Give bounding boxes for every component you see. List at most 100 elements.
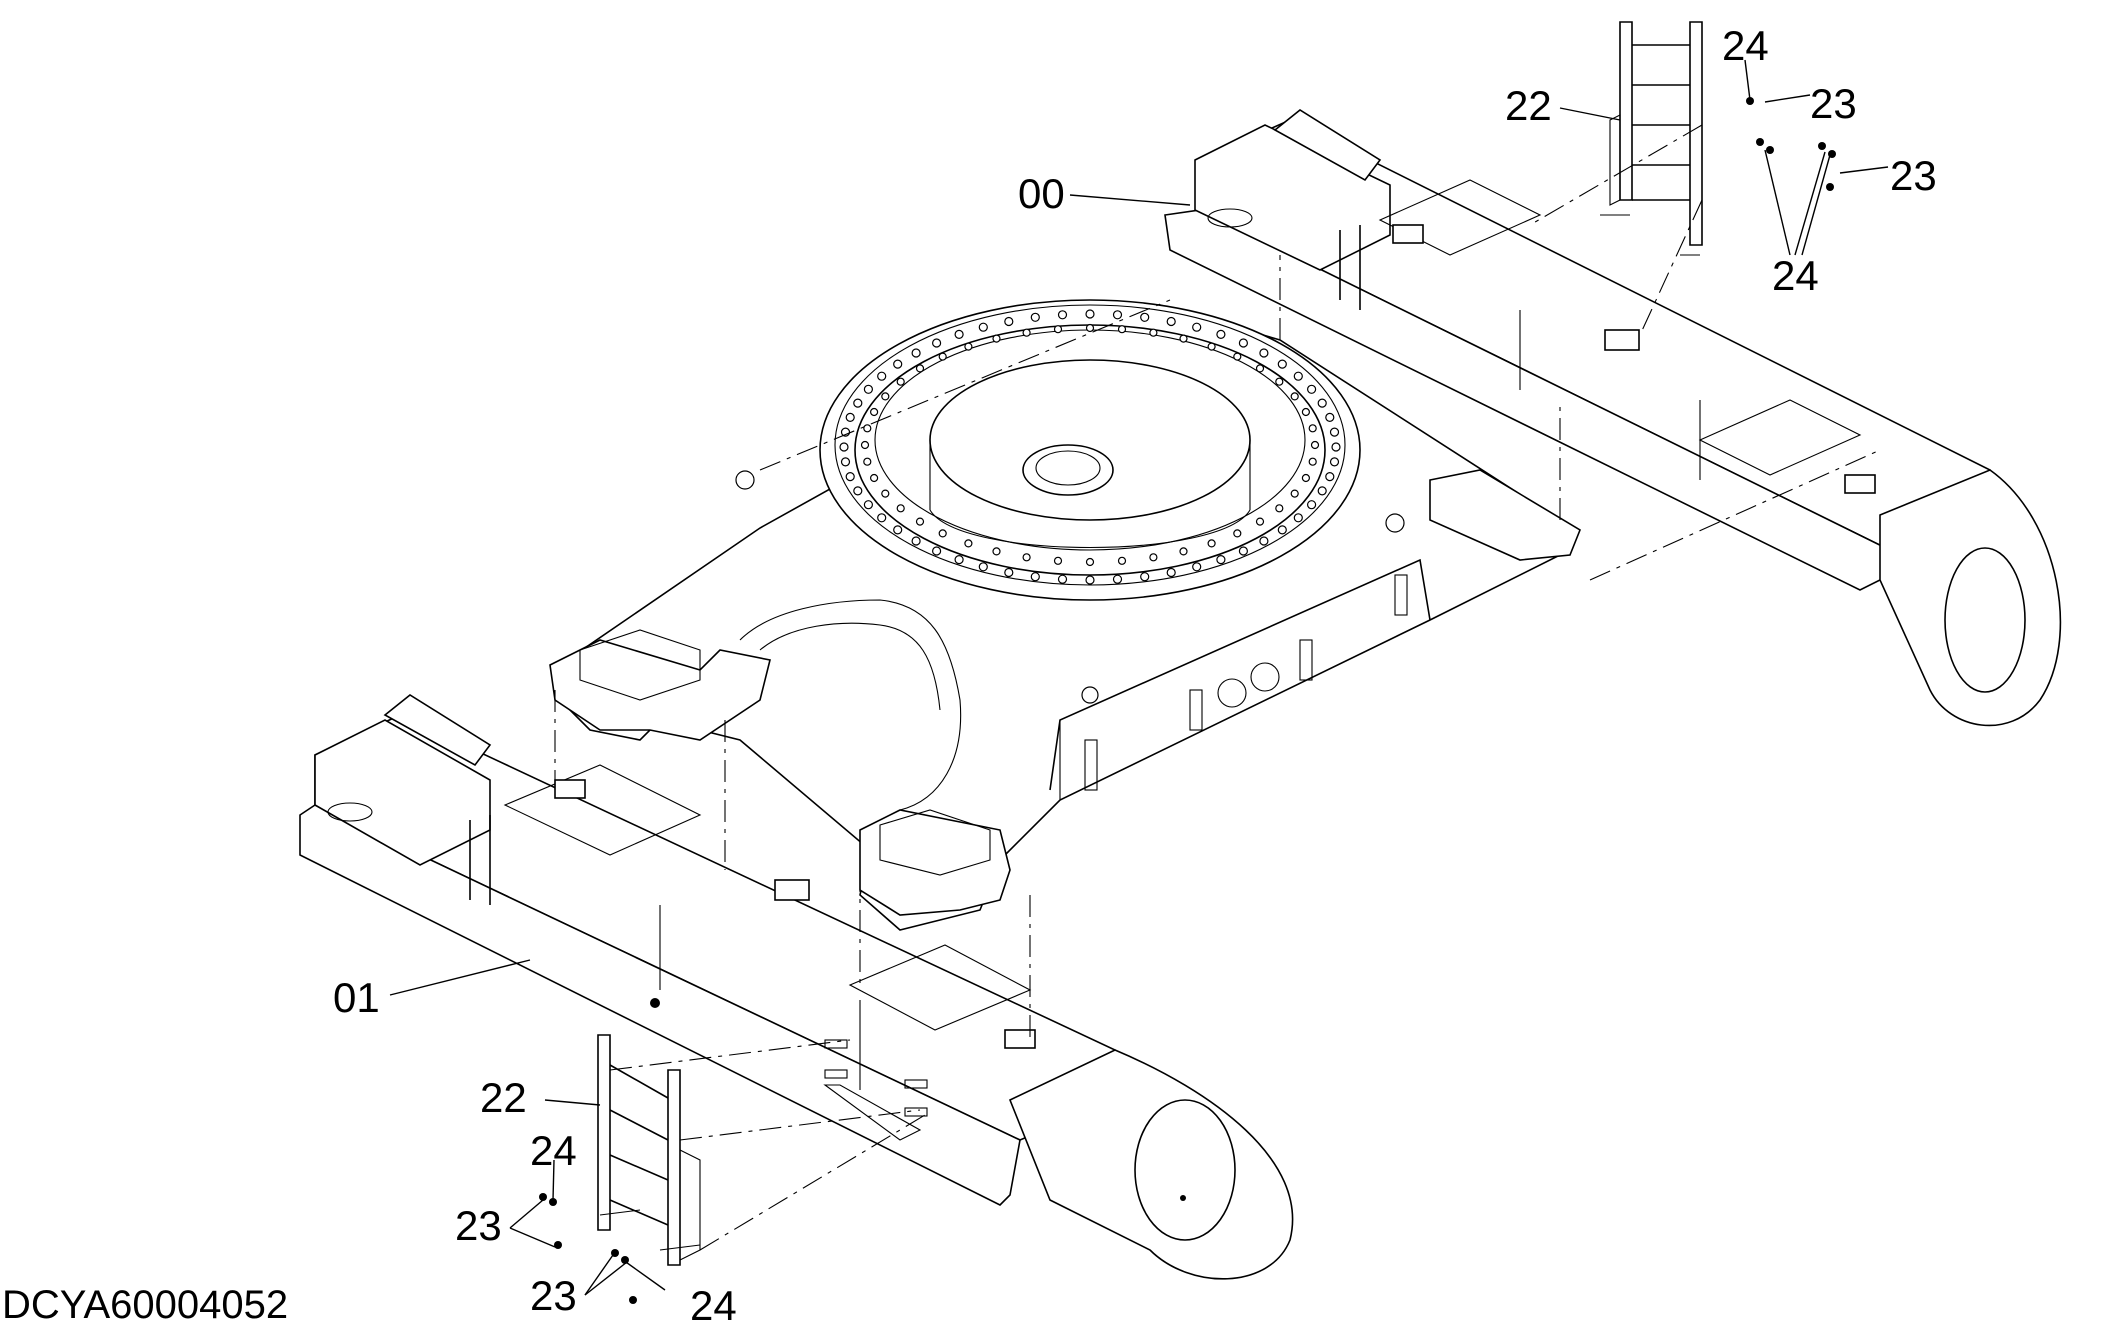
bearing-inner-bolt-hole <box>1233 529 1242 538</box>
bearing-bolt-hole <box>1166 567 1176 578</box>
bearing-inner-bolt-hole <box>869 473 879 483</box>
bearing-inner-bolt-hole <box>896 377 905 386</box>
bearing-inner-bolt-hole <box>1179 547 1188 556</box>
bearing-inner-bolt-hole <box>1275 504 1284 513</box>
bearing-bolt-hole <box>1192 322 1202 332</box>
bearing-inner-bolt-hole <box>938 529 947 538</box>
bearing-bolt-hole <box>853 398 863 408</box>
callout-00: 00 <box>1018 170 1065 217</box>
bearing-inner-bolt-hole <box>992 547 1001 556</box>
callout-24-upper-a: 24 <box>1722 22 1769 69</box>
bearing-inner-bolt-hole <box>1255 517 1265 526</box>
bearing-bolt-hole <box>1057 310 1068 320</box>
bearing-inner-bolt-hole <box>1117 325 1127 334</box>
callout-24-upper-b: 24 <box>1772 252 1819 299</box>
bearing-bolt-hole <box>1259 348 1269 358</box>
bearing-inner-bolt-hole <box>881 489 890 498</box>
bearing-bolt-hole <box>1238 338 1249 348</box>
bearing-bolt-hole <box>1112 310 1123 320</box>
ladder-upper <box>1600 21 1703 256</box>
bearing-bolt-hole <box>931 338 942 348</box>
swing-bearing <box>819 299 1361 601</box>
callout-labels: 00 01 22 22 23 23 23 23 24 24 24 24 <box>333 22 1937 1323</box>
bearing-bolt-hole <box>1216 554 1226 565</box>
bearing-inner-bolt-hole <box>964 539 973 548</box>
callout-23-lower-a: 23 <box>455 1202 502 1249</box>
bearing-bolt-hole <box>1293 371 1303 381</box>
bearing-bolt-hole <box>863 500 874 510</box>
bearing-bolt-hole <box>1004 567 1014 578</box>
callout-leaders <box>389 59 1889 1296</box>
bearing-bolt-hole <box>1030 312 1040 322</box>
bearing-inner-bolt-hole <box>1022 328 1031 337</box>
bearing-bolt-hole <box>1085 309 1095 319</box>
bearing-bolt-hole <box>1259 536 1269 546</box>
bearing-bolt-hole <box>1329 457 1340 467</box>
track-frame-01 <box>299 694 1294 1280</box>
bearing-bolt-hole <box>1216 329 1226 339</box>
bearing-inner-bolt-hole <box>1290 489 1299 498</box>
bearing-inner-bolt-hole <box>1085 557 1095 567</box>
callout-23-lower-b: 23 <box>530 1272 577 1319</box>
bearing-bolt-hole <box>1317 486 1327 496</box>
bearing-inner-bolt-hole <box>896 504 905 513</box>
bearing-bolt-hole <box>1331 442 1341 452</box>
bearing-bolt-hole <box>845 472 855 482</box>
ladder-lower <box>597 1034 701 1266</box>
bearing-bolt-hole <box>1112 574 1123 584</box>
bearing-bolt-hole <box>845 412 855 422</box>
bearing-inner-bolt-hole <box>1207 539 1216 548</box>
bearing-bolt-holes <box>839 309 1341 585</box>
bearing-inner-bolt-hole <box>992 334 1001 343</box>
callout-23-upper-b: 23 <box>1890 152 1937 199</box>
bearing-inner-bolt-hole <box>1022 553 1031 562</box>
bearing-inner-bolt-hole <box>1179 334 1188 343</box>
bearing-bolt-hole <box>1277 359 1287 369</box>
bearing-bolt-hole <box>840 457 851 467</box>
bearing-bolt-hole <box>1317 398 1327 408</box>
bearing-inner-bolt-hole <box>915 517 925 526</box>
bearing-inner-bolt-hole <box>1207 342 1216 351</box>
bearing-bolt-hole <box>1325 472 1335 482</box>
bearing-inner-bolt-hole <box>1275 377 1284 386</box>
bearing-bolt-hole <box>1057 574 1068 584</box>
assembly-guide-lines <box>554 124 1881 1251</box>
bearing-bolt-hole <box>839 442 849 452</box>
bearing-bolt-hole <box>893 359 903 369</box>
bearing-bolt-hole <box>1085 575 1095 585</box>
bearing-inner-bolt-hole <box>1310 440 1320 450</box>
bearing-bolt-hole <box>877 371 887 381</box>
bearing-inner-bolt-hole <box>1117 556 1127 565</box>
callout-22-upper: 22 <box>1505 82 1552 129</box>
bearing-bolt-hole <box>978 562 988 572</box>
bearing-inner-bolt-hole <box>863 424 872 433</box>
bearing-inner-bolt-hole <box>1233 352 1242 361</box>
callout-23-upper-a: 23 <box>1810 80 1857 127</box>
bearing-inner-bolt-hole <box>881 392 890 401</box>
bearing-bolt-hole <box>954 329 964 339</box>
bearing-inner-bolt-hole <box>964 342 973 351</box>
bearing-bolt-hole <box>863 384 874 394</box>
callout-22-lower: 22 <box>480 1074 527 1121</box>
drawing-id: DCYA60004052 <box>2 1283 288 1323</box>
bearing-bolt-hole <box>1140 572 1150 582</box>
bearing-bolt-hole <box>1238 546 1249 556</box>
bearing-bolt-hole <box>1325 412 1335 422</box>
bearing-bolt-hole <box>1192 562 1202 572</box>
bearing-inner-bolt-hole <box>1308 424 1317 433</box>
bearing-bolt-hole <box>931 546 942 556</box>
bearing-inner-bolt-hole <box>1085 323 1095 333</box>
bearing-inner-bolt-hole <box>869 407 879 417</box>
bearing-bolt-hole <box>1306 500 1317 510</box>
callout-24-lower-a: 24 <box>530 1127 577 1174</box>
bearing-bolt-hole <box>1166 316 1176 327</box>
bearing-inner-bolt-hole <box>1149 553 1158 562</box>
track-frame-00 <box>1164 109 2062 727</box>
bearing-bolt-hole <box>877 513 887 523</box>
bearing-bolt-hole <box>893 525 903 535</box>
bearing-inner-bolt-hole <box>915 364 925 373</box>
bearing-bolt-hole <box>978 322 988 332</box>
bearing-bolt-hole <box>1306 384 1317 394</box>
bearing-bolt-hole <box>1277 525 1287 535</box>
